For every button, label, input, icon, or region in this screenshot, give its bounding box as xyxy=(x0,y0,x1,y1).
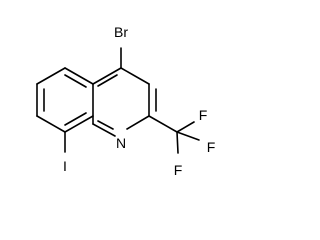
nitrogen-label: N xyxy=(116,135,126,151)
chemical-structure: Br N I F F F xyxy=(36,24,215,178)
bond-c2-cf3 xyxy=(148,115,178,133)
bromine-label: Br xyxy=(114,24,128,40)
bond-c8-c8a-inner xyxy=(64,112,87,126)
bond-n1-c8a-inner xyxy=(97,120,114,130)
bond-c4-c3 xyxy=(120,67,150,85)
bond-cf3-f-bottom xyxy=(176,131,179,154)
bond-c4-c4a-inner xyxy=(97,74,118,87)
bond-n1-c8a xyxy=(92,123,116,137)
fluorine-top-label: F xyxy=(199,107,208,123)
bond-c2-n1 xyxy=(126,115,150,130)
bond-c5-c4a-inner xyxy=(64,74,87,88)
atom-labels: Br N I F F F xyxy=(63,24,215,178)
bond-c8-c8a xyxy=(64,115,94,133)
bond-c4a-c5 xyxy=(64,67,94,85)
bond-c7-c8 xyxy=(36,115,66,133)
fluorine-right-label: F xyxy=(207,139,216,155)
iodine-label: I xyxy=(63,158,67,174)
bond-c5-c6 xyxy=(36,67,66,85)
bond-c4a-c4 xyxy=(92,67,122,85)
bond-cf3-f-top xyxy=(176,121,195,133)
bond-cf3-f-right xyxy=(176,131,200,141)
bonds xyxy=(36,47,200,154)
fluorine-bottom-label: F xyxy=(174,162,183,178)
